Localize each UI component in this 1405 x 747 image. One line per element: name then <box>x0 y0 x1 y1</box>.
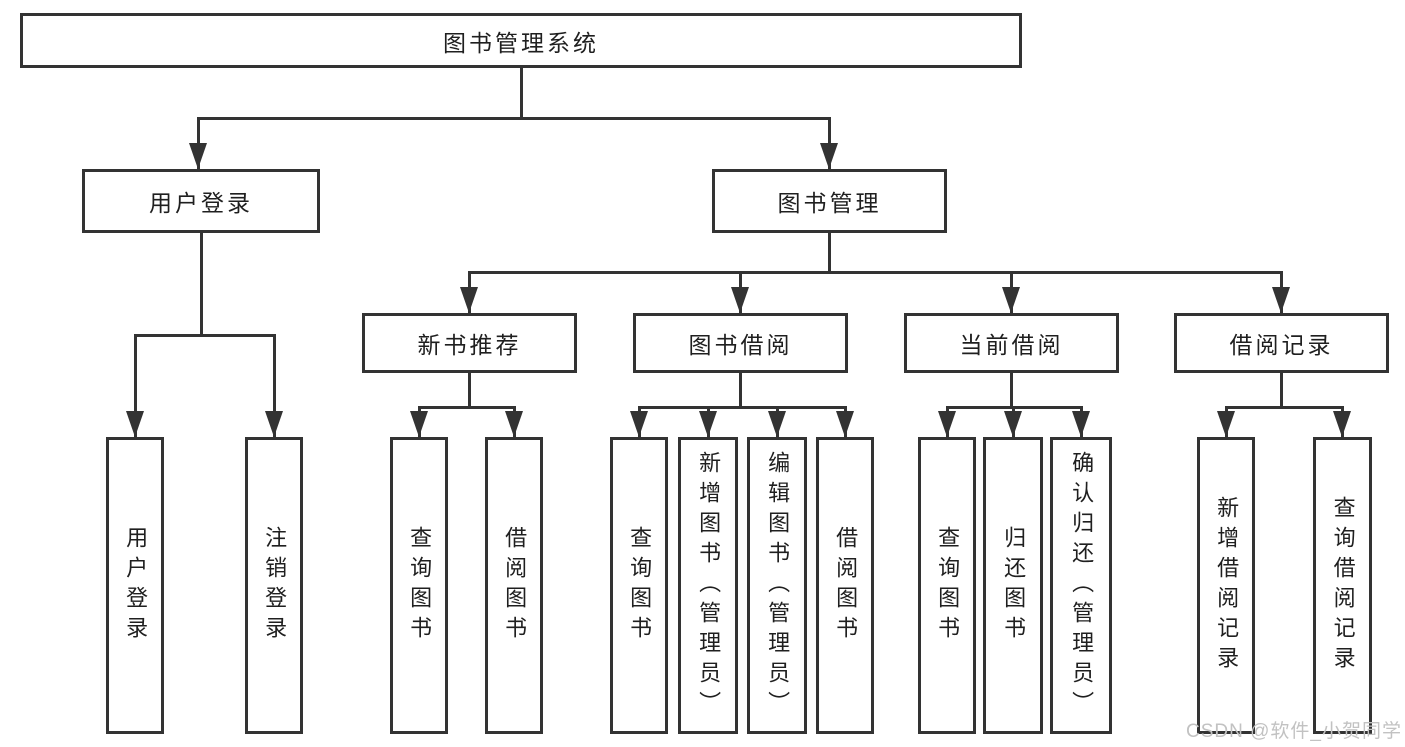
leaf-add-book-admin-label: 新增图书（管理员） <box>696 450 722 721</box>
arrowhead-leaf <box>1004 411 1022 437</box>
arrowhead-leaf <box>505 411 523 437</box>
leaf-add-borrow-record: 新增借阅记录 <box>1197 437 1255 734</box>
leaf-query-books-borrow-label: 查询图书 <box>627 525 653 646</box>
leaf-borrow-books-recommend-label: 借阅图书 <box>502 525 528 646</box>
node-current-borrow: 当前借阅 <box>904 313 1119 373</box>
arrowhead-leaf <box>1333 411 1351 437</box>
rail-new-book-children <box>418 406 516 409</box>
leaf-query-borrow-record-label: 查询借阅记录 <box>1330 495 1356 676</box>
leaf-borrow-books-label: 借阅图书 <box>833 525 859 646</box>
leaf-borrow-books-recommend: 借阅图书 <box>485 437 543 734</box>
connector-user-login-stub <box>200 233 203 337</box>
node-book-management-label: 图书管理 <box>777 190 882 216</box>
leaf-query-books-current-label: 查询图书 <box>935 525 961 646</box>
arrowhead-leaf <box>630 411 648 437</box>
leaf-query-books-recommend-label: 查询图书 <box>407 525 433 646</box>
leaf-query-books-recommend: 查询图书 <box>390 437 448 734</box>
rail-level2 <box>197 117 831 120</box>
connector-new-book-stub <box>468 373 471 409</box>
arrowhead-borrow-records <box>1272 287 1290 313</box>
leaf-return-book-label: 归还图书 <box>1001 525 1027 646</box>
node-current-borrow-label: 当前借阅 <box>959 332 1064 358</box>
arrowhead-leaf <box>410 411 428 437</box>
arrowhead-book-management <box>820 143 838 169</box>
connector-root-stub <box>520 68 523 120</box>
leaf-add-book-admin: 新增图书（管理员） <box>678 437 738 734</box>
connector-borrow-records-stub <box>1280 373 1283 409</box>
arrowhead-leaf <box>1217 411 1235 437</box>
leaf-logout: 注销登录 <box>245 437 303 734</box>
leaf-edit-book-admin: 编辑图书（管理员） <box>747 437 807 734</box>
node-root: 图书管理系统 <box>20 13 1022 68</box>
node-borrow-records: 借阅记录 <box>1174 313 1389 373</box>
node-book-management: 图书管理 <box>712 169 947 233</box>
arrowhead-leaf <box>768 411 786 437</box>
leaf-query-borrow-record: 查询借阅记录 <box>1313 437 1372 734</box>
node-new-book-recommend: 新书推荐 <box>362 313 577 373</box>
node-new-book-recommend-label: 新书推荐 <box>417 332 522 358</box>
leaf-confirm-return-admin: 确认归还（管理员） <box>1050 437 1112 734</box>
connector-current-borrow-stub <box>1010 373 1013 409</box>
rail-book-borrow-children <box>638 406 847 409</box>
node-user-login: 用户登录 <box>82 169 320 233</box>
leaf-edit-book-admin-label: 编辑图书（管理员） <box>765 450 791 721</box>
connector-to-leaf-logout <box>273 335 276 437</box>
leaf-confirm-return-admin-label: 确认归还（管理员） <box>1069 450 1095 721</box>
arrowhead-leaf-user-login <box>126 411 144 437</box>
node-book-borrow-label: 图书借阅 <box>688 332 793 358</box>
leaf-user-login: 用户登录 <box>106 437 164 734</box>
node-borrow-records-label: 借阅记录 <box>1229 332 1334 358</box>
rail-borrow-records-children <box>1225 406 1344 409</box>
rail-user-login-children <box>134 334 276 337</box>
arrowhead-current-borrow <box>1002 287 1020 313</box>
arrowhead-user-login <box>189 143 207 169</box>
node-user-login-label: 用户登录 <box>149 190 253 216</box>
node-root-label: 图书管理系统 <box>443 29 599 56</box>
node-book-borrow: 图书借阅 <box>633 313 848 373</box>
leaf-return-book: 归还图书 <box>983 437 1043 734</box>
connector-to-leaf-user-login <box>134 335 137 437</box>
watermark-text: CSDN @软件_小贺同学 <box>1186 721 1402 742</box>
leaf-add-borrow-record-label: 新增借阅记录 <box>1214 495 1240 676</box>
arrowhead-new-book <box>460 287 478 313</box>
leaf-query-books-current: 查询图书 <box>918 437 976 734</box>
leaf-query-books-borrow: 查询图书 <box>610 437 668 734</box>
leaf-user-login-label: 用户登录 <box>123 525 149 646</box>
arrowhead-leaf-logout <box>265 411 283 437</box>
connector-book-management-stub <box>828 233 831 274</box>
arrowhead-leaf <box>699 411 717 437</box>
arrowhead-leaf <box>1072 411 1090 437</box>
leaf-borrow-books: 借阅图书 <box>816 437 874 734</box>
arrowhead-book-borrow <box>731 287 749 313</box>
rail-level3 <box>468 271 1283 274</box>
arrowhead-leaf <box>836 411 854 437</box>
leaf-logout-label: 注销登录 <box>262 525 288 646</box>
arrowhead-leaf <box>938 411 956 437</box>
connector-book-borrow-stub <box>739 373 742 409</box>
